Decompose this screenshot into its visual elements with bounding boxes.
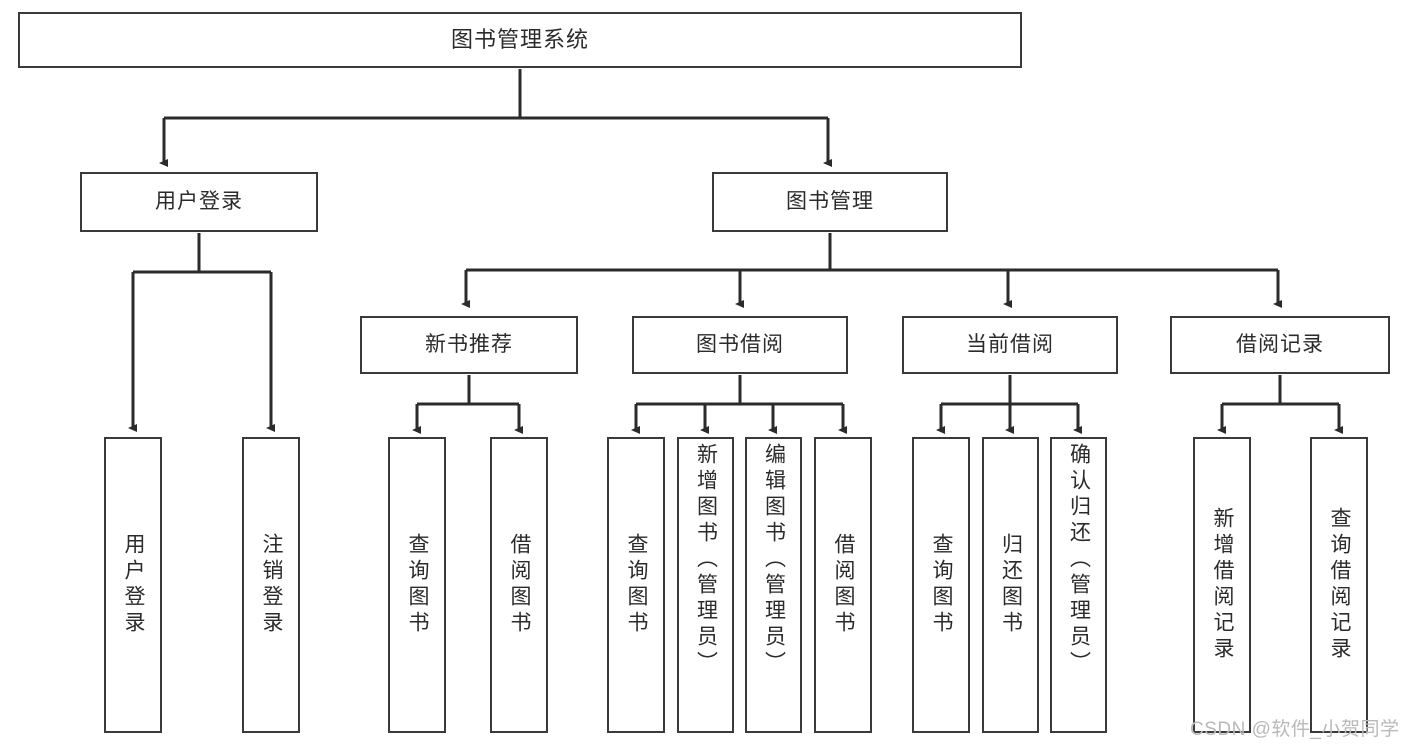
node-label: 归还图书: [999, 533, 1023, 637]
leaf-edit-book-admin[interactable]: 编辑图书（管理员）: [745, 437, 802, 733]
node-label: 注销登录: [260, 533, 284, 637]
leaf-add-book-admin[interactable]: 新增图书（管理员）: [677, 437, 734, 733]
node-user-login[interactable]: 用户登录: [80, 172, 318, 232]
node-label: 查询借阅记录: [1328, 507, 1352, 663]
node-label: 查询图书: [406, 533, 430, 637]
node-label: 用户登录: [122, 533, 146, 637]
node-label: 新书推荐: [425, 333, 513, 357]
leaf-query-book-recommend[interactable]: 查询图书: [388, 437, 446, 733]
node-label: 图书借阅: [696, 333, 784, 357]
node-label: 图书管理系统: [450, 26, 589, 52]
node-borrow-record[interactable]: 借阅记录: [1170, 316, 1390, 374]
node-label: 当前借阅: [966, 333, 1054, 357]
node-root-book-management-system[interactable]: 图书管理系统: [18, 12, 1022, 68]
leaf-borrow-book-recommend[interactable]: 借阅图书: [490, 437, 548, 733]
watermark-text: CSDN @软件_小贺同学: [1190, 719, 1400, 740]
leaf-query-book-borrow[interactable]: 查询图书: [607, 437, 665, 733]
node-label: 借阅图书: [508, 533, 532, 637]
node-label: 查询图书: [625, 533, 649, 637]
node-label: 确认归还（管理员）: [1067, 443, 1091, 677]
node-label: 用户登录: [155, 190, 243, 214]
node-label: 借阅记录: [1236, 333, 1324, 357]
leaf-user-login[interactable]: 用户登录: [104, 437, 162, 733]
leaf-query-borrow-record[interactable]: 查询借阅记录: [1310, 437, 1368, 733]
node-label: 查询图书: [930, 533, 954, 637]
node-label: 借阅图书: [832, 533, 856, 637]
node-new-book-recommend[interactable]: 新书推荐: [360, 316, 578, 374]
leaf-add-borrow-record[interactable]: 新增借阅记录: [1193, 437, 1251, 733]
node-label: 新增借阅记录: [1211, 507, 1235, 663]
node-book-borrow[interactable]: 图书借阅: [632, 316, 848, 374]
csdn-watermark: CSDN @软件_小贺同学: [1190, 714, 1399, 741]
leaf-logout-login[interactable]: 注销登录: [242, 437, 300, 733]
node-current-borrow[interactable]: 当前借阅: [902, 316, 1118, 374]
leaf-return-book[interactable]: 归还图书: [982, 437, 1039, 733]
node-book-management[interactable]: 图书管理: [712, 172, 948, 232]
leaf-confirm-return-admin[interactable]: 确认归还（管理员）: [1050, 437, 1107, 733]
leaf-query-book-current[interactable]: 查询图书: [912, 437, 970, 733]
leaf-borrow-book[interactable]: 借阅图书: [814, 437, 872, 733]
node-label: 编辑图书（管理员）: [762, 443, 786, 677]
node-label: 图书管理: [786, 190, 874, 214]
node-label: 新增图书（管理员）: [694, 443, 718, 677]
